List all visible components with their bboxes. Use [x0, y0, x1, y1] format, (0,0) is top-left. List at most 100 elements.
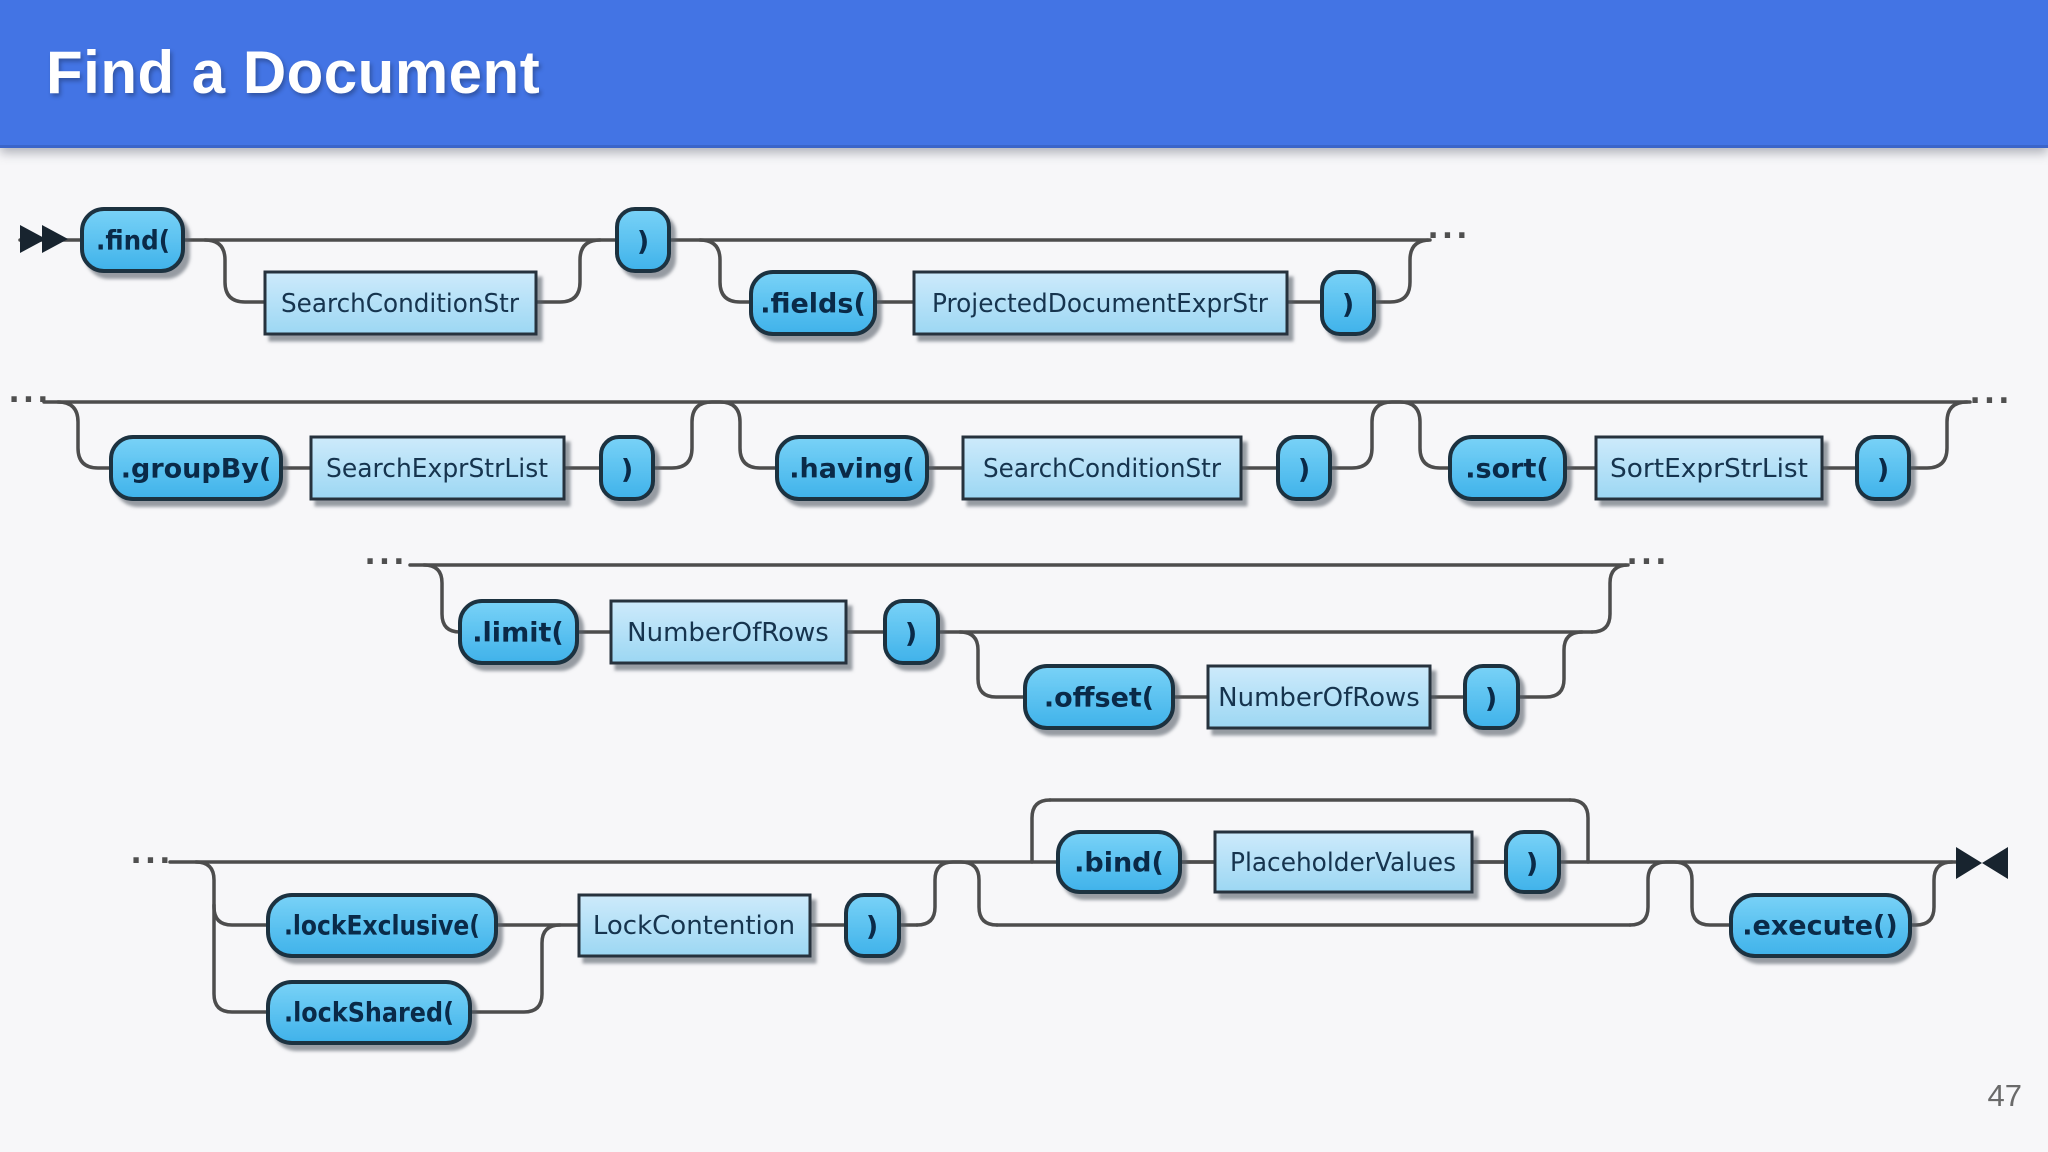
continuation-dots-row3-left: ···	[364, 545, 407, 580]
terminal-close-paren-lock-box	[844, 893, 901, 958]
nonterminal-number-of-rows-offset-box	[1206, 664, 1432, 730]
continuation-dots-row2-right: ···	[1969, 384, 2012, 419]
slide-header: Find a Document	[0, 0, 2048, 148]
terminal-find-label: .find(	[96, 226, 170, 257]
nonterminal-search-condition-str-2-box	[961, 435, 1243, 501]
rail-row3-offset-up	[1516, 630, 1584, 699]
terminal-find-box	[80, 207, 185, 273]
terminal-fields-box	[749, 270, 877, 336]
nonterminal-placeholder-values-box	[1213, 830, 1474, 894]
terminal-execute-box	[1729, 893, 1912, 958]
nonterminal-number-of-rows-limit: NumberOfRows	[609, 599, 848, 665]
terminal-close-paren-bind: )	[1504, 830, 1561, 894]
terminal-offset-label: .offset(	[1044, 683, 1154, 714]
terminal-close-paren-find-box	[615, 207, 671, 273]
terminal-close-paren-having: )	[1276, 435, 1332, 501]
nonterminal-search-expr-str-list: SearchExprStrList	[309, 435, 566, 501]
nonterminal-lock-contention: LockContention	[577, 893, 812, 958]
nonterminal-projected-document-expr-str-box	[912, 270, 1289, 336]
slide-title: Find a Document	[46, 39, 541, 106]
terminal-close-paren-offset-label: )	[1485, 684, 1497, 715]
terminal-fields-label: .fields(	[760, 289, 866, 320]
rail-row4-bump1	[915, 860, 999, 927]
terminal-close-paren-fields-label: )	[1342, 290, 1354, 321]
terminal-close-paren-fields-box	[1320, 270, 1376, 336]
terminal-bind: .bind(	[1056, 830, 1182, 894]
continuation-dots-row1-right: ···	[1427, 219, 1470, 254]
rail-row4-loop-right	[1568, 798, 1590, 864]
terminal-execute: .execute()	[1729, 893, 1912, 958]
terminal-sort-box	[1448, 435, 1567, 501]
end-triangle-right	[1982, 847, 2008, 879]
terminal-having-box	[775, 435, 929, 501]
terminal-close-paren-having-box	[1276, 435, 1332, 501]
terminal-close-paren-group-by-label: )	[621, 455, 633, 486]
terminal-close-paren-lock: )	[844, 893, 901, 958]
nonterminal-search-condition-str-1-label: SearchConditionStr	[281, 289, 519, 319]
rail-row4-lock-vertical	[212, 903, 270, 1014]
continuation-dots-row2-left: ···	[8, 383, 51, 418]
terminal-lock-shared-label: .lockShared(	[284, 998, 454, 1029]
start-triangle-2	[42, 225, 68, 253]
terminal-group-by: .groupBy(	[109, 435, 283, 501]
terminal-limit-box	[458, 599, 579, 665]
terminal-close-paren-sort: )	[1855, 435, 1911, 501]
terminal-close-paren-offset: )	[1463, 664, 1520, 730]
nonterminal-search-condition-str-2: SearchConditionStr	[961, 435, 1243, 501]
terminal-close-paren-group-by: )	[599, 435, 655, 501]
nonterminal-search-expr-str-list-box	[309, 435, 566, 501]
terminal-close-paren-having-label: )	[1298, 455, 1310, 486]
nonterminal-number-of-rows-limit-label: NumberOfRows	[627, 618, 829, 648]
terminal-having: .having(	[775, 435, 929, 501]
nonterminal-number-of-rows-limit-box	[609, 599, 848, 665]
continuation-dots-row4-left: ···	[130, 844, 173, 879]
nonterminal-sort-expr-str-list-label: SortExprStrList	[1610, 454, 1808, 484]
rail-row4-loop-left	[1030, 798, 1052, 864]
terminal-limit: .limit(	[458, 599, 579, 665]
terminal-close-paren-sort-box	[1855, 435, 1911, 501]
terminal-group-by-label: .groupBy(	[121, 454, 272, 485]
terminal-close-paren-bind-box	[1504, 830, 1561, 894]
terminal-lock-exclusive-box	[266, 893, 498, 958]
terminal-offset-box	[1023, 664, 1175, 730]
rail-row2-bump1	[651, 400, 779, 470]
nonterminal-search-expr-str-list-label: SearchExprStrList	[326, 454, 548, 484]
terminal-fields: .fields(	[749, 270, 877, 336]
terminal-having-label: .having(	[789, 454, 914, 485]
rail-row3-offset-down	[958, 630, 1027, 699]
end-triangle-left	[1956, 847, 1982, 879]
terminal-bind-box	[1056, 830, 1182, 894]
terminal-group-by-box	[109, 435, 283, 501]
rail-row4-execute-rejoin	[1908, 860, 1954, 927]
nonterminal-search-condition-str-1: SearchConditionStr	[263, 270, 538, 336]
terminal-close-paren-lock-label: )	[866, 912, 878, 943]
terminal-lock-shared: .lockShared(	[266, 980, 472, 1045]
terminal-close-paren-offset-box	[1463, 664, 1520, 730]
railroad-end-icon	[1956, 847, 2008, 879]
rail-row2-rejoin	[1907, 400, 1969, 470]
terminal-close-paren-find-label: )	[637, 227, 649, 258]
nonterminal-placeholder-values-label: PlaceholderValues	[1230, 848, 1456, 878]
nonterminal-sort-expr-str-list-box	[1594, 435, 1824, 501]
terminal-sort: .sort(	[1448, 435, 1567, 501]
rail-row2-bump2	[1328, 400, 1452, 470]
terminal-close-paren-sort-label: )	[1877, 455, 1889, 486]
terminal-lock-exclusive-label: .lockExclusive(	[284, 911, 480, 942]
terminal-close-paren-find: )	[615, 207, 671, 273]
terminal-lock-shared-box	[266, 980, 472, 1045]
nonterminal-number-of-rows-offset-label: NumberOfRows	[1218, 683, 1420, 713]
rail-row1-fields-up	[1372, 238, 1432, 304]
terminal-sort-label: .sort(	[1465, 454, 1548, 485]
nonterminal-projected-document-expr-str: ProjectedDocumentExprStr	[912, 270, 1289, 336]
terminal-find: .find(	[80, 207, 185, 273]
terminal-offset: .offset(	[1023, 664, 1175, 730]
rail-row3-split	[422, 563, 462, 634]
rail-row2-split	[56, 400, 113, 470]
terminal-close-paren-fields: )	[1320, 270, 1376, 336]
rail-row4-lock-split	[194, 860, 270, 927]
nonterminal-lock-contention-label: LockContention	[593, 911, 795, 941]
terminal-close-paren-limit: )	[883, 599, 940, 665]
rail-row4-shared-rejoin	[468, 923, 562, 1014]
terminal-close-paren-limit-box	[883, 599, 940, 665]
